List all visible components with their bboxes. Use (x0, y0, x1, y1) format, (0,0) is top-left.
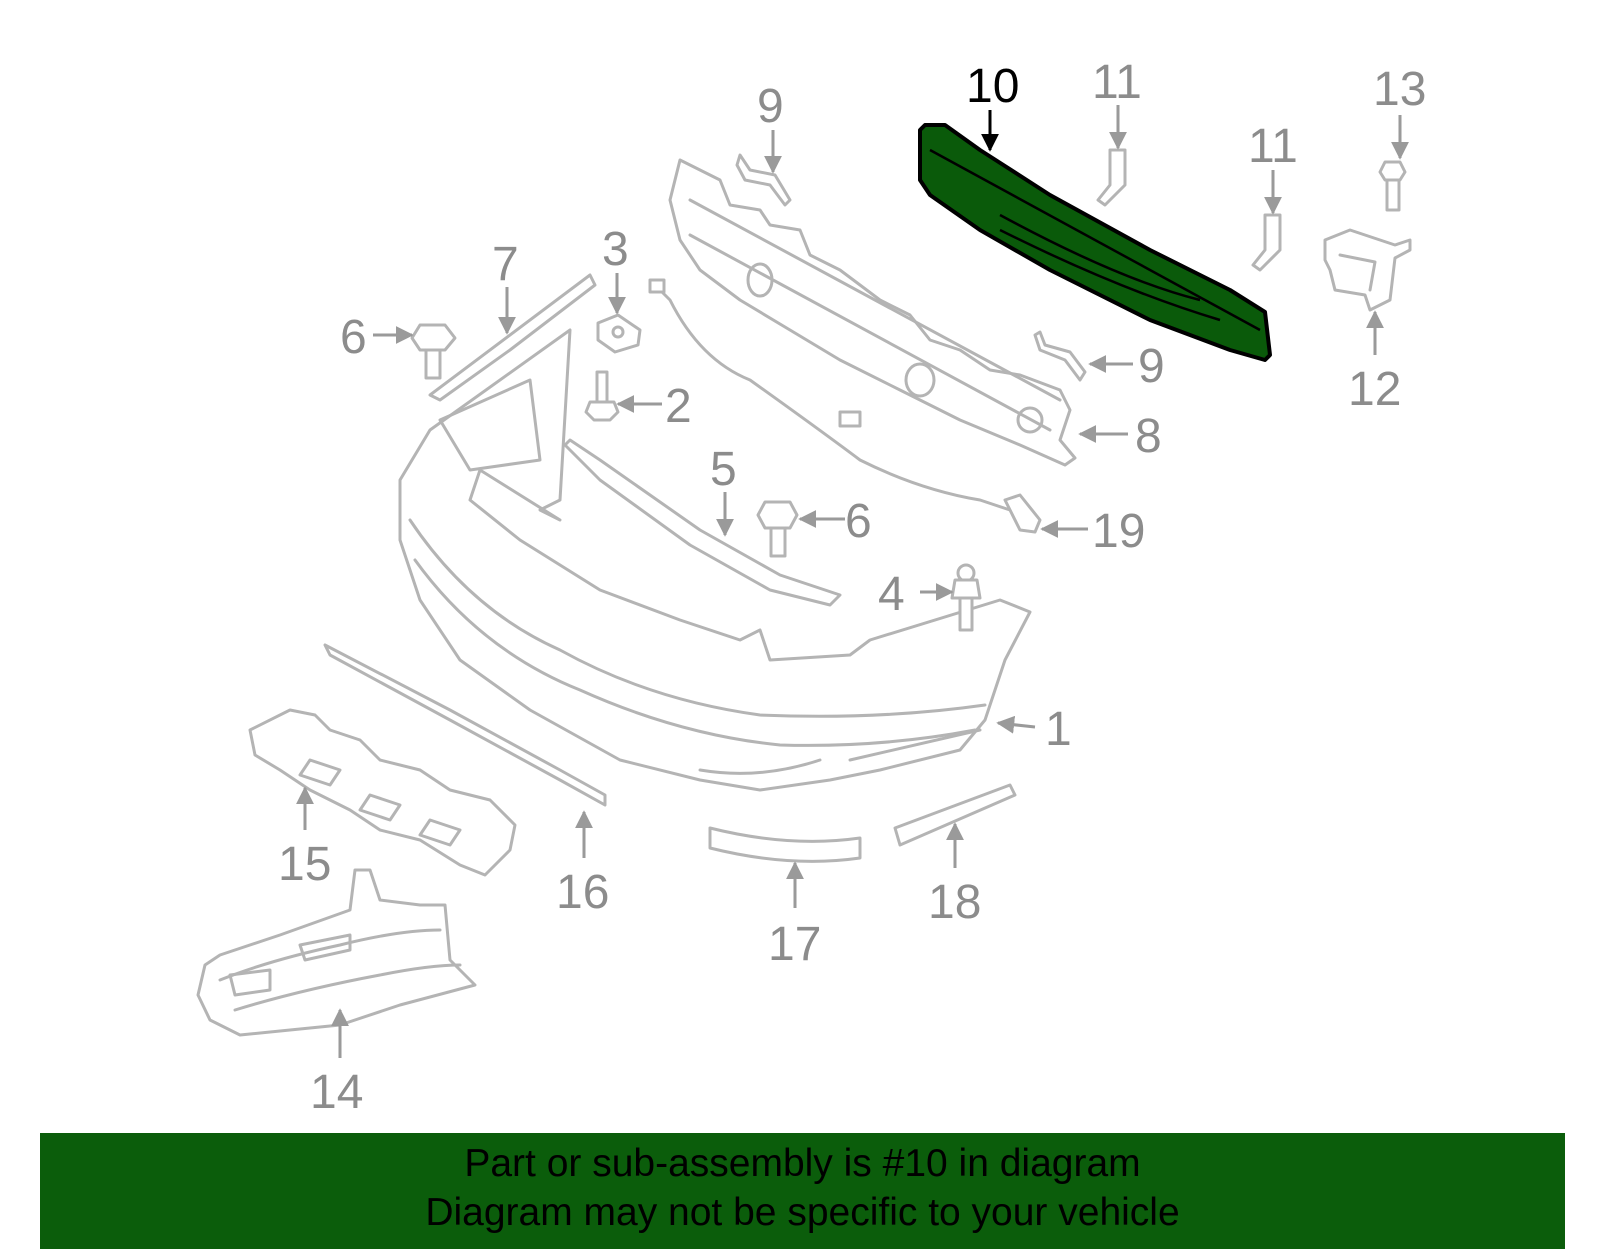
part-12-mount-bracket (1323, 228, 1412, 312)
part-18-side-molding (893, 783, 1017, 847)
part-8-absorber (668, 158, 1077, 467)
callout-7: 7 (492, 238, 519, 291)
part-1-bumper-cover (398, 328, 1032, 792)
part-9-bracket-lower (1033, 330, 1087, 382)
callout-labels: 1 2 3 4 5 6 6 7 8 9 9 10 11 11 12 13 14 … (278, 56, 1426, 1119)
part-14-under-cover (196, 868, 477, 1037)
callout-6-left: 6 (340, 311, 367, 364)
callout-1: 1 (1045, 703, 1072, 756)
part-15-lower-bracket (248, 708, 517, 877)
part-3-nut (596, 313, 642, 354)
callout-5: 5 (710, 443, 737, 496)
callout-2: 2 (665, 380, 692, 433)
part-6-bolt-left (410, 323, 457, 380)
leader-lines (296, 105, 1409, 1058)
callout-18: 18 (928, 876, 981, 929)
callout-9-upper: 9 (757, 80, 784, 133)
part-13-bolt (1378, 160, 1407, 212)
callout-13: 13 (1373, 63, 1426, 116)
callout-10: 10 (966, 60, 1019, 113)
banner-line-part-number: Part or sub-assembly is #10 in diagram (464, 1142, 1141, 1185)
callout-14: 14 (310, 1066, 363, 1119)
part-11-clip-upper (1096, 148, 1127, 207)
part-16-molding-strip (323, 643, 607, 807)
callout-8: 8 (1135, 410, 1162, 463)
part-4-clip (950, 563, 982, 632)
callout-11-upper: 11 (1092, 56, 1142, 109)
callout-3: 3 (602, 223, 629, 276)
part-19-wiring-harness (648, 278, 1042, 534)
part-2-screw (584, 370, 620, 422)
part-5-bracket-strip (563, 438, 842, 607)
callout-15: 15 (278, 838, 331, 891)
callout-17: 17 (768, 918, 821, 971)
callout-9-lower: 9 (1138, 340, 1165, 393)
banner-line-disclaimer: Diagram may not be specific to your vehi… (425, 1191, 1180, 1234)
part-7-side-support (428, 273, 597, 402)
part-9-bracket-upper (735, 153, 792, 207)
callout-6-center: 6 (845, 495, 872, 548)
callout-11-lower: 11 (1248, 120, 1298, 173)
part-11-clip-lower (1251, 213, 1282, 272)
callout-16: 16 (556, 866, 609, 919)
info-banner: Part or sub-assembly is #10 in diagram D… (40, 1133, 1565, 1249)
part-17-lower-molding (708, 826, 862, 863)
callout-4: 4 (878, 568, 905, 621)
part-10-impact-bar-highlighted (918, 123, 1272, 362)
callout-19: 19 (1092, 505, 1145, 558)
part-6-bolt-center (756, 500, 799, 558)
callout-12: 12 (1348, 363, 1401, 416)
